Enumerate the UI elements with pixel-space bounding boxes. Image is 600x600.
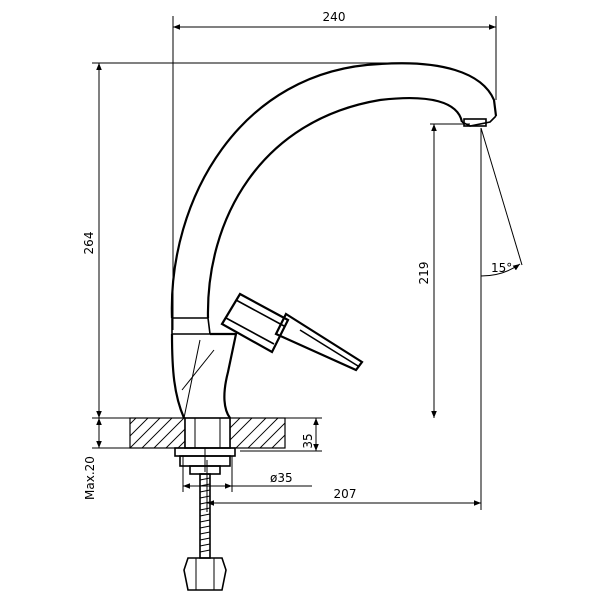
dimension-swivel-angle: 15° <box>480 127 523 510</box>
countertop-hatch-left <box>129 417 186 449</box>
dimension-spout-reach: 207 <box>206 460 481 512</box>
dim-label-207: 207 <box>334 487 357 501</box>
dimension-hole-diameter: ø35 <box>182 456 312 492</box>
dim-label-264: 264 <box>82 232 96 255</box>
mounting-shank <box>174 417 236 591</box>
dim-label-max20: Max.20 <box>83 456 97 500</box>
countertop-hatch-right <box>229 417 286 449</box>
dim-label-240: 240 <box>323 10 346 24</box>
dimension-overall-width: 240 <box>172 10 497 330</box>
countertop-section <box>129 417 286 449</box>
faucet-body <box>170 62 498 419</box>
dimension-spout-height: 219 <box>417 123 470 418</box>
dim-label-15deg: 15° <box>491 261 512 275</box>
dimension-overall-height: 264 <box>82 62 410 419</box>
dim-label-dia35: ø35 <box>270 471 293 485</box>
dim-label-219: 219 <box>417 262 431 285</box>
thread-marks <box>199 477 211 553</box>
dimension-max-thickness: Max.20 <box>83 418 130 500</box>
dim-label-35: 35 <box>301 433 315 448</box>
